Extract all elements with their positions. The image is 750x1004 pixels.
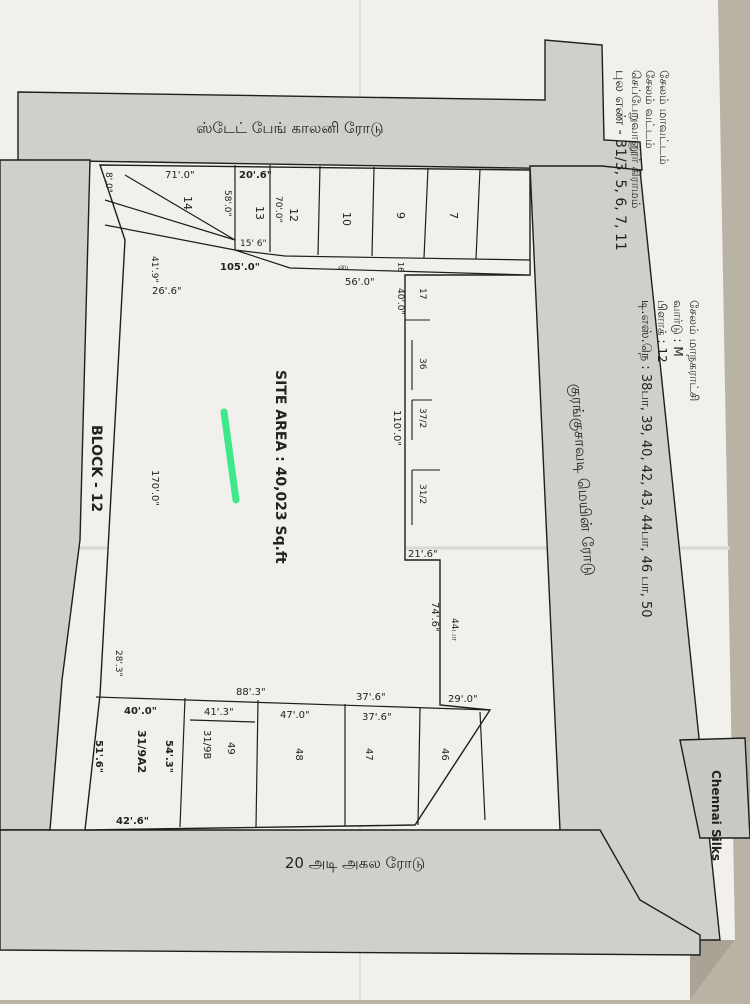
dim-label: 54'.3" xyxy=(163,740,174,773)
plot-label: 17 xyxy=(417,288,427,299)
header-line: புல எண் - 31/3, 5, 6, 7, 11 xyxy=(612,70,628,251)
header-line: டி.எஸ்.நெ : 38பா, 39, 40, 42, 43, 44பா, … xyxy=(638,300,653,618)
plot-label: 46 xyxy=(439,748,450,761)
dim-label: 58'.0" xyxy=(222,190,232,217)
plot-label: 13 xyxy=(253,206,266,220)
plot-label: 44பா xyxy=(449,618,459,641)
dim-label: 71'.0" xyxy=(165,170,195,181)
bottom-plots xyxy=(95,696,491,828)
plot-label: 7 xyxy=(447,212,460,219)
plot-label: 47 xyxy=(363,748,374,761)
lane-label: டை xyxy=(338,263,355,273)
chennai-silks-box: Chennai Silks xyxy=(679,737,750,861)
block-label: BLOCK - 12 xyxy=(88,425,104,512)
dim-label: 26'.6" xyxy=(152,286,182,297)
dim-label: 51'.6" xyxy=(93,740,104,773)
header-line: செப்பேறுவானூர் கிராமம் xyxy=(628,70,643,208)
dim-label: 110'.0" xyxy=(391,410,402,446)
plot-label: 36 xyxy=(417,358,427,370)
dim-label: 29'.0" xyxy=(448,694,478,705)
header-right-block: சேலம் மாவட்டம் சேலம் வட்டம் செப்பேறுவானூ… xyxy=(612,70,671,251)
highlighter-mark xyxy=(220,408,240,504)
top-plots xyxy=(104,165,481,260)
plot-label: 12 xyxy=(287,208,300,222)
plot-label: 9 xyxy=(394,212,407,219)
bottom-road xyxy=(0,829,701,956)
header-line: சேலம் மாநகராட்சி xyxy=(687,300,701,401)
lane xyxy=(234,249,531,276)
dim-label: 170'.0" xyxy=(149,470,160,506)
dim-label: 70'.0" xyxy=(273,196,283,223)
dim-label: 105'.0" xyxy=(220,262,260,273)
header-line: சேலம் மாவட்டம் xyxy=(657,70,671,165)
site-area-label: SITE AREA : 40,023 Sq.ft xyxy=(272,370,288,564)
dim-label: 41'.3" xyxy=(204,707,234,718)
plot-label: 49 xyxy=(225,742,236,755)
bottom-road-name: 20 அடி அகல ரோடு xyxy=(285,854,425,872)
dim-label: 47'.0" xyxy=(280,710,310,721)
dim-label: 20'.6" xyxy=(239,170,272,181)
header-line: சேலம் வட்டம் xyxy=(643,70,657,149)
plot-label: 16 xyxy=(396,262,405,272)
dim-label: 56'.0" xyxy=(345,277,375,288)
dim-label: 37'.6" xyxy=(356,692,386,703)
dim-label: 41'.9" xyxy=(149,256,159,283)
plot-label: 31/2 xyxy=(417,484,427,504)
plot-label: 31/9A2 xyxy=(135,730,148,773)
dim-label: 74'.6" xyxy=(429,602,440,632)
dim-label: 42'.6" xyxy=(116,816,149,827)
dim-label: 37'.6" xyxy=(362,712,392,723)
header-line: பிளாக் : 12 xyxy=(655,300,669,363)
paper-shadow xyxy=(690,940,735,1000)
chennai-silks-label: Chennai Silks xyxy=(709,770,723,861)
plot-label: 14 xyxy=(181,196,194,210)
dim-label: 8'.0" xyxy=(103,172,113,193)
dim-label: 40'.0" xyxy=(124,706,157,717)
roads-layer xyxy=(0,39,721,956)
top-road xyxy=(17,39,643,171)
dim-label: 28'.3" xyxy=(113,650,123,677)
left-road xyxy=(0,159,91,831)
dim-label: 21'.6" xyxy=(408,549,438,560)
plot-label: 31/9B xyxy=(201,730,212,759)
dim-label: 40'.0" xyxy=(395,288,405,315)
dim-label: 88'.3" xyxy=(236,687,266,698)
dim-label: 15' 6" xyxy=(240,239,267,249)
plot-label: 37/2 xyxy=(417,408,427,428)
right-plots xyxy=(405,319,440,525)
header-right-block-2: சேலம் மாநகராட்சி வார்டு : M பிளாக் : 12 … xyxy=(638,300,701,618)
top-road-name: ஸ்டேட் பேங் காலனி ரோடு xyxy=(196,119,383,137)
header-line: வார்டு : M xyxy=(671,300,685,357)
plot-label: 10 xyxy=(340,212,353,226)
plot-label: 48 xyxy=(293,748,304,761)
